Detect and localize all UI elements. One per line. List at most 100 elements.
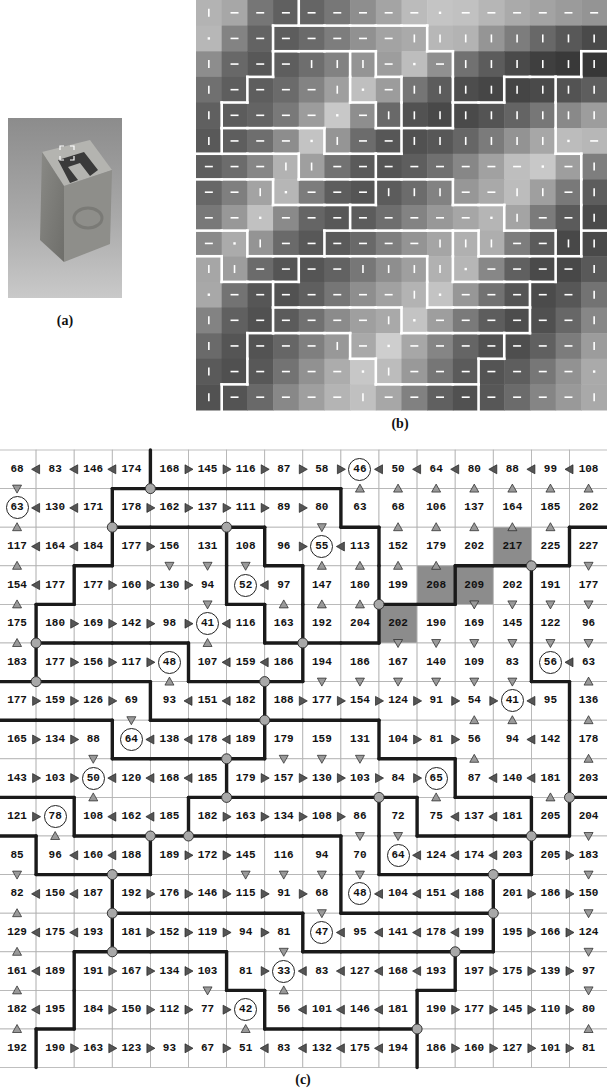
watershed-line [568, 682, 571, 721]
gray-pixel [556, 256, 582, 282]
gray-pixel [247, 103, 273, 129]
junction-dot [222, 754, 232, 764]
grid-cell [455, 759, 493, 798]
flow-mark [333, 294, 341, 296]
junction-dot [374, 599, 384, 609]
cell-value: 106 [417, 489, 455, 528]
gray-pixel [324, 154, 350, 180]
flow-mark [513, 345, 521, 347]
minimum-circle: 48 [158, 651, 181, 674]
flow-mark [336, 114, 338, 116]
cell-value: 83 [303, 952, 341, 991]
flow-arrow [528, 1005, 536, 1014]
flow-arrow [147, 503, 155, 512]
grid-cell [493, 527, 531, 566]
flow-mark [256, 12, 264, 14]
cell-value: 80 [303, 489, 341, 528]
cell-value: 80 [570, 990, 607, 1029]
flow-arrow [336, 542, 344, 551]
grid-cell [341, 643, 379, 682]
gray-pixel [453, 384, 479, 410]
gray-pixel [196, 77, 222, 103]
flow-arrow [185, 619, 193, 628]
flow-arrow [51, 832, 60, 840]
cell-value: 157 [265, 759, 303, 798]
gray-pixel [350, 333, 376, 359]
gray-pixel [530, 103, 556, 129]
flow-mark [256, 294, 264, 296]
gray-pixel [299, 154, 325, 180]
grid-cell [150, 875, 188, 914]
flow-arrow [279, 600, 288, 608]
gray-pixel [556, 308, 582, 334]
watershed-line [323, 231, 326, 257]
flow-arrow [394, 833, 403, 841]
grid-cell [417, 990, 455, 1029]
gray-pixel [324, 231, 350, 257]
watershed-line [247, 152, 273, 155]
watershed-line [377, 566, 380, 605]
gray-pixel [581, 308, 607, 334]
flow-arrow [109, 581, 117, 590]
watershed-line [350, 255, 376, 258]
cell-value: 55 [315, 541, 328, 552]
watershed-line [303, 1027, 341, 1030]
flow-mark [462, 345, 470, 347]
grid-cell [150, 643, 188, 682]
flow-arrow [375, 1005, 383, 1014]
flow-mark [308, 371, 316, 373]
cell-value: 93 [150, 1029, 188, 1068]
gray-pixel [479, 308, 505, 334]
gray-pixel [453, 333, 479, 359]
watershed-line [427, 383, 453, 386]
gray-pixel [427, 154, 453, 180]
gray-pixel [427, 308, 453, 334]
gray-pixel [376, 308, 402, 334]
flow-arrow [584, 601, 593, 609]
flow-arrow [414, 774, 422, 783]
gray-pixel [324, 77, 350, 103]
grid-cell [379, 682, 417, 721]
flow-mark [593, 291, 595, 299]
gray-pixel [222, 26, 248, 52]
watershed-line [303, 950, 341, 953]
flow-mark [539, 345, 547, 347]
gray-pixel [350, 231, 376, 257]
side-emblem [74, 208, 102, 228]
flow-mark [487, 268, 495, 270]
grid-cell [570, 720, 607, 759]
gray-pixel [427, 51, 453, 77]
watershed-line [479, 357, 505, 360]
gray-pixel [402, 282, 428, 308]
flow-arrow [71, 619, 79, 628]
gray-pixel [222, 128, 248, 154]
flow-mark [388, 265, 390, 273]
grid-cell [493, 797, 531, 836]
cell-value: 138 [150, 720, 188, 759]
flow-mark [542, 60, 544, 68]
flow-arrow [279, 986, 288, 994]
watershed-line [427, 50, 453, 53]
flow-arrow [299, 774, 307, 783]
junction-dot [260, 715, 270, 725]
flow-arrow [394, 523, 403, 531]
flow-arrow [490, 967, 498, 976]
gray-pixel [222, 77, 248, 103]
gray-pixel [273, 205, 299, 231]
flow-mark [336, 86, 338, 94]
watershed-line [452, 179, 455, 205]
flow-mark [231, 115, 239, 117]
watershed-line [227, 526, 265, 529]
cell-value: 84 [379, 759, 417, 798]
cell-value: 96 [36, 836, 74, 875]
grid-cell [150, 913, 188, 952]
gray-pixel [556, 103, 582, 129]
flow-arrow [413, 465, 421, 474]
grid-cell [493, 990, 531, 1029]
flow-arrow [336, 1005, 344, 1014]
flow-mark [564, 320, 572, 322]
flow-mark [568, 239, 570, 247]
grid-cell [189, 797, 227, 836]
gray-pixel [427, 128, 453, 154]
watershed-line [36, 603, 74, 606]
